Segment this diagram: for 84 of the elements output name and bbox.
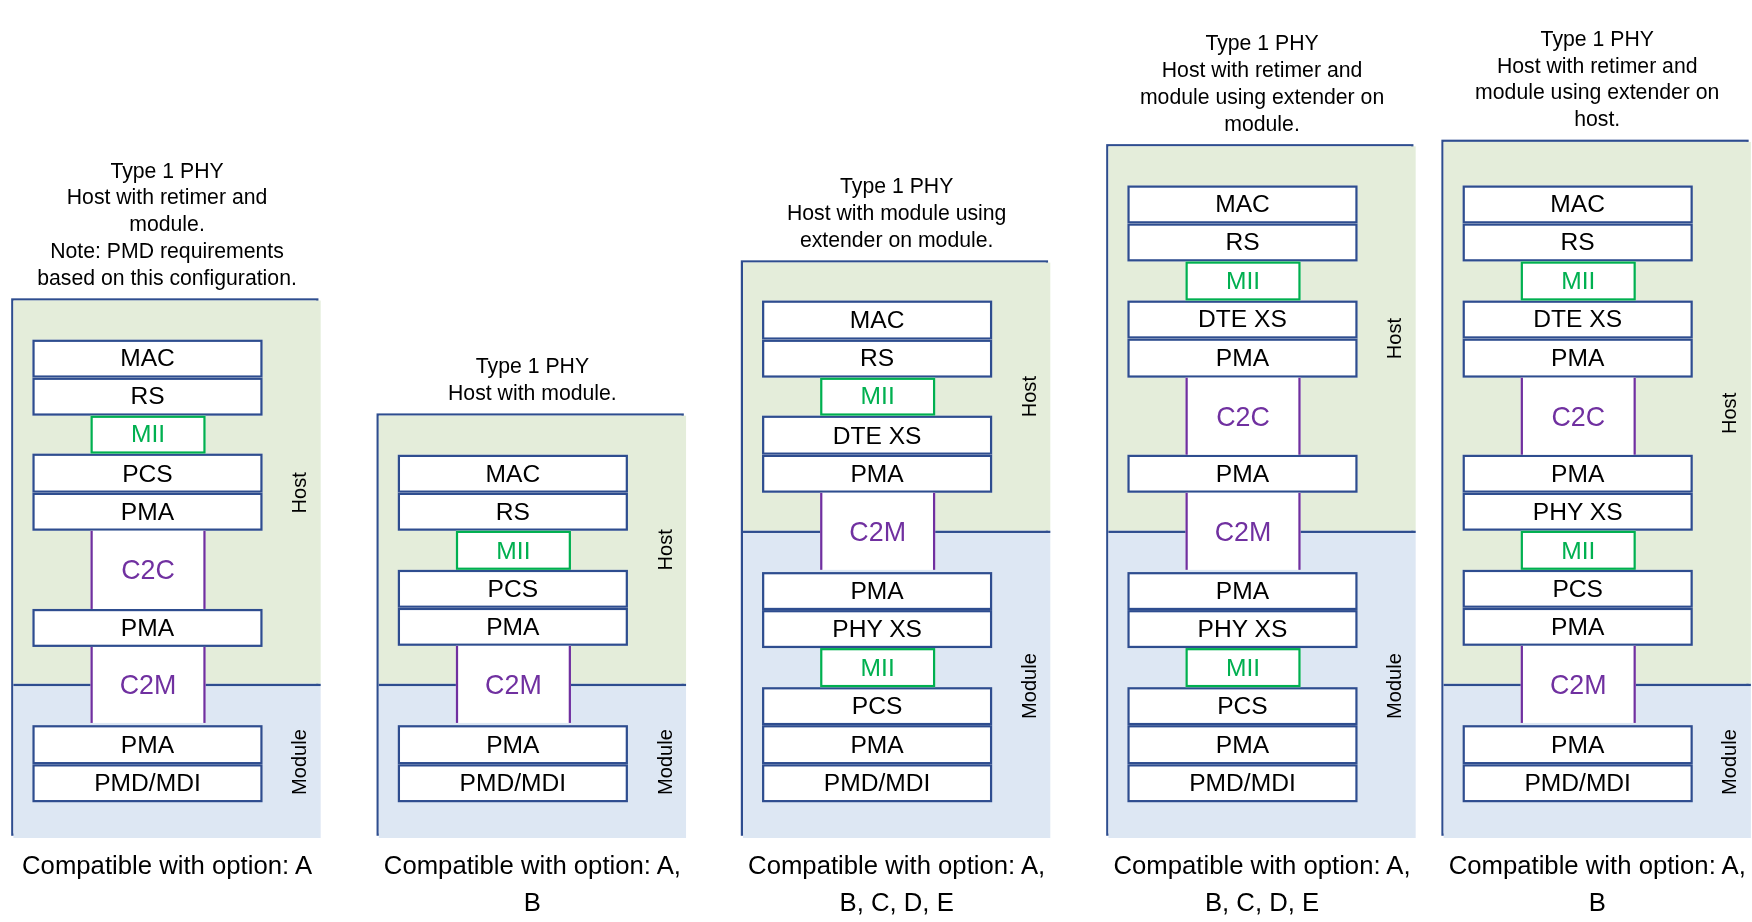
layer-box: PMA — [1127, 338, 1358, 378]
caption-text: Compatible with option: A, B — [382, 849, 682, 919]
band-label: Host — [1017, 376, 1042, 418]
column-heading: Note: PMD requirements based on this configuration. — [36, 238, 298, 292]
caption-text: Compatible with option: A, B, C, D, E — [747, 849, 1047, 919]
layer-box: PMA — [32, 725, 263, 765]
interface-box: MII — [455, 530, 571, 570]
interface-box: MII — [1185, 261, 1301, 301]
layer-box: PHY XS — [1127, 610, 1358, 649]
layer-box: PMD/MDI — [1127, 764, 1358, 803]
layer-box: MAC — [1127, 185, 1358, 224]
link-box: C2C — [90, 530, 206, 609]
column-heading: Host with retimer and module. — [65, 184, 269, 238]
layer-box: MAC — [32, 339, 263, 378]
layer-box: PCS — [32, 453, 263, 493]
column-heading: Type 1 PHY — [474, 353, 591, 380]
band-label: Host — [1718, 392, 1742, 434]
interface-box: MII — [1520, 261, 1636, 301]
interface-box: MII — [90, 415, 206, 454]
link-box: C2M — [820, 492, 936, 570]
band-label: Module — [1017, 652, 1042, 719]
layer-box: PCS — [1127, 687, 1358, 726]
layer-box: MAC — [762, 300, 993, 340]
layer-box: PMD/MDI — [397, 764, 628, 803]
layer-box: PHY XS — [762, 610, 993, 649]
column-heading: Type 1 PHY — [1539, 25, 1655, 53]
layer-box: PCS — [762, 687, 993, 726]
layer-box: MAC — [397, 454, 628, 493]
layer-box: PCS — [397, 569, 628, 608]
layer-box: PMA — [1462, 607, 1693, 646]
band-label: Module — [1383, 652, 1407, 719]
layer-box: PMD/MDI — [762, 764, 993, 803]
column-heading: Host with retimer and module using extender on host. — [1474, 52, 1721, 133]
layer-box: PMA — [762, 725, 993, 765]
layer-box: PCS — [1462, 569, 1693, 608]
layer-box: PMA — [32, 492, 263, 531]
layer-box: PMA — [1462, 725, 1693, 765]
layer-box: PMA — [1462, 454, 1693, 493]
layer-box: RS — [762, 339, 993, 378]
layer-box: DTE XS — [762, 415, 993, 455]
band-label: Module — [288, 729, 312, 795]
interface-box: MII — [1520, 530, 1636, 570]
layer-box: PMA — [32, 608, 263, 647]
link-box: C2M — [90, 646, 206, 723]
column-heading: Host with module. — [447, 380, 618, 407]
layer-box: PMA — [397, 725, 628, 765]
layer-box: RS — [32, 377, 263, 416]
band-label: Host — [1383, 317, 1407, 360]
band-label: Module — [1718, 729, 1742, 795]
layer-box: PHY XS — [1462, 492, 1693, 531]
link-box: C2M — [1185, 492, 1301, 570]
layer-box: PMD/MDI — [32, 764, 263, 803]
link-box: C2M — [1520, 645, 1636, 723]
link-box: C2M — [455, 645, 571, 723]
caption-text: Compatible with option: A, B — [1447, 849, 1747, 919]
layer-box: PMA — [762, 572, 993, 611]
link-box: C2C — [1520, 377, 1636, 455]
interface-box: MII — [1185, 648, 1301, 688]
interface-box: MII — [820, 377, 936, 416]
layer-box: PMA — [1127, 725, 1358, 765]
layer-box: PMA — [1127, 572, 1358, 611]
caption-text: Compatible with option: A, B, C, D, E — [1112, 849, 1412, 919]
interface-box: MII — [820, 648, 936, 688]
column-heading: Type 1 PHY — [1204, 30, 1320, 57]
layer-box: PMA — [1127, 454, 1358, 493]
layer-box: PMA — [762, 454, 993, 493]
caption-text: Compatible with option: A — [21, 849, 314, 882]
column-heading: Host with module using extender on module. — [785, 200, 1008, 254]
band-label: Host — [288, 471, 312, 513]
layer-box: DTE XS — [1462, 300, 1693, 339]
layer-box: PMA — [397, 607, 628, 646]
layer-box: PMD/MDI — [1462, 764, 1693, 803]
layer-box: RS — [1462, 223, 1693, 262]
layer-box: PMA — [1462, 338, 1693, 378]
column-heading: Type 1 PHY — [109, 157, 225, 185]
layer-box: RS — [397, 492, 628, 531]
layer-box: DTE XS — [1127, 300, 1358, 339]
column-heading: Host with retimer and module using extender on module. — [1138, 57, 1386, 138]
layer-box: RS — [1127, 223, 1358, 262]
band-label: Host — [653, 529, 677, 571]
link-box: C2C — [1185, 377, 1301, 455]
column-heading: Type 1 PHY — [839, 173, 955, 200]
layer-box: MAC — [1462, 185, 1693, 224]
band-label: Module — [653, 729, 677, 795]
